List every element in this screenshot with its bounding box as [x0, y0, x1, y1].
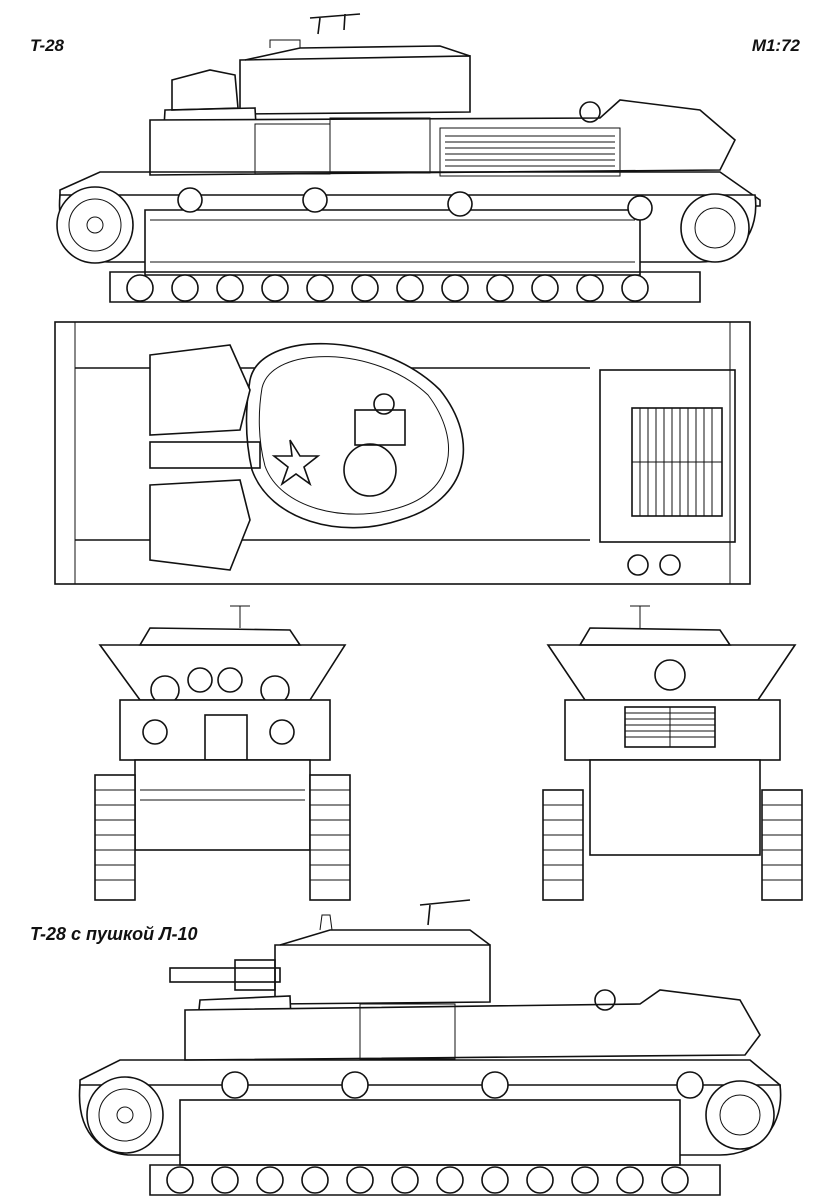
front-view	[94, 605, 351, 901]
drawing-title: T-28	[30, 36, 65, 55]
side-view	[56, 13, 761, 303]
top-view	[54, 321, 751, 585]
rear-view	[542, 605, 803, 901]
side-view-l10	[78, 899, 782, 1196]
scale-label: M1:72	[751, 36, 800, 55]
variant-caption: T-28 с пушкой Л-10	[30, 924, 198, 944]
